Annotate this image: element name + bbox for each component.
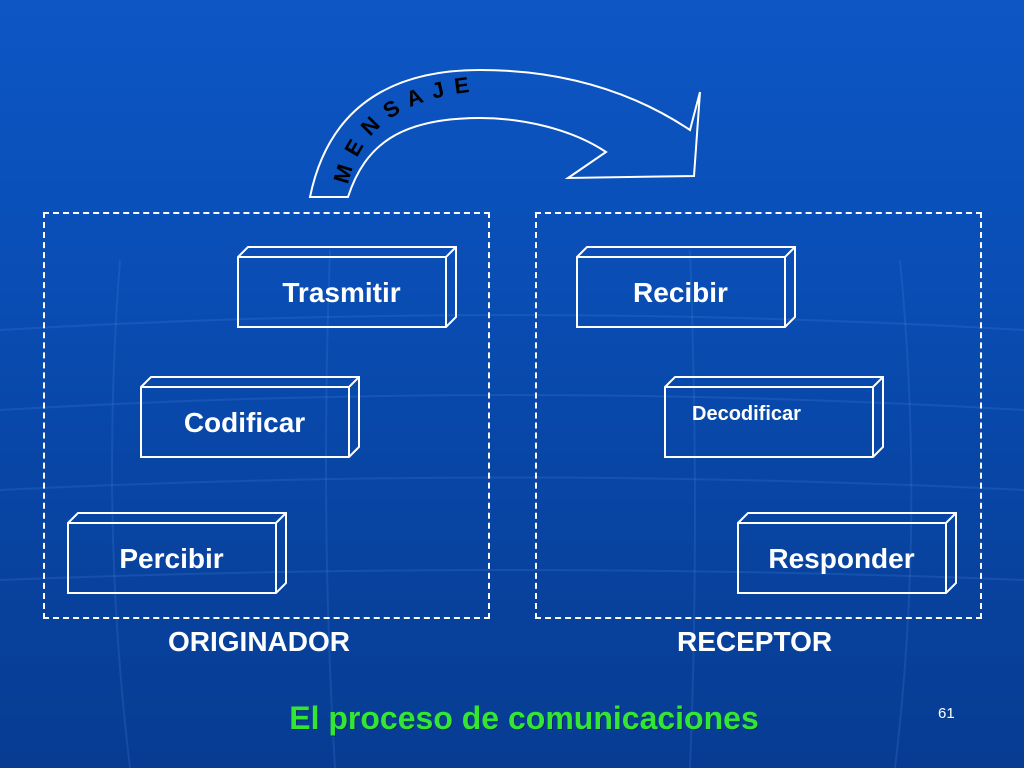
step-codificar: Codificar bbox=[140, 376, 360, 458]
step-recibir-shape bbox=[576, 246, 796, 328]
originator-label: ORIGINADOR bbox=[168, 626, 350, 657]
receptor-label: RECEPTOR bbox=[677, 626, 833, 657]
step-trasmitir-shape bbox=[237, 246, 457, 328]
step-responder-shape bbox=[737, 512, 957, 594]
step-decodificar-shape bbox=[664, 376, 884, 458]
step-responder-label: Responder bbox=[768, 542, 915, 574]
page-number: 61 bbox=[938, 705, 955, 722]
step-decodificar: Decodificar bbox=[664, 376, 884, 458]
step-codificar-label: Codificar bbox=[183, 406, 306, 438]
step-decodificar-label: Decodificar bbox=[692, 402, 801, 425]
step-responder: Responder bbox=[737, 512, 957, 594]
step-recibir-label: Recibir bbox=[633, 276, 728, 308]
step-codificar-shape bbox=[140, 376, 360, 458]
step-recibir: Recibir bbox=[576, 246, 796, 328]
step-percibir: Percibir bbox=[67, 512, 287, 594]
originator-box bbox=[43, 212, 490, 619]
message-arrow-label: M E N S A J E bbox=[329, 72, 473, 186]
step-percibir-label: Percibir bbox=[119, 542, 224, 574]
step-trasmitir: Trasmitir bbox=[237, 246, 457, 328]
message-arrow-shape bbox=[308, 68, 701, 198]
step-percibir-shape bbox=[67, 512, 287, 594]
step-trasmitir-label: Trasmitir bbox=[282, 276, 401, 308]
page-title: El proceso de comunicaciones bbox=[289, 700, 759, 736]
receptor-box bbox=[535, 212, 982, 619]
